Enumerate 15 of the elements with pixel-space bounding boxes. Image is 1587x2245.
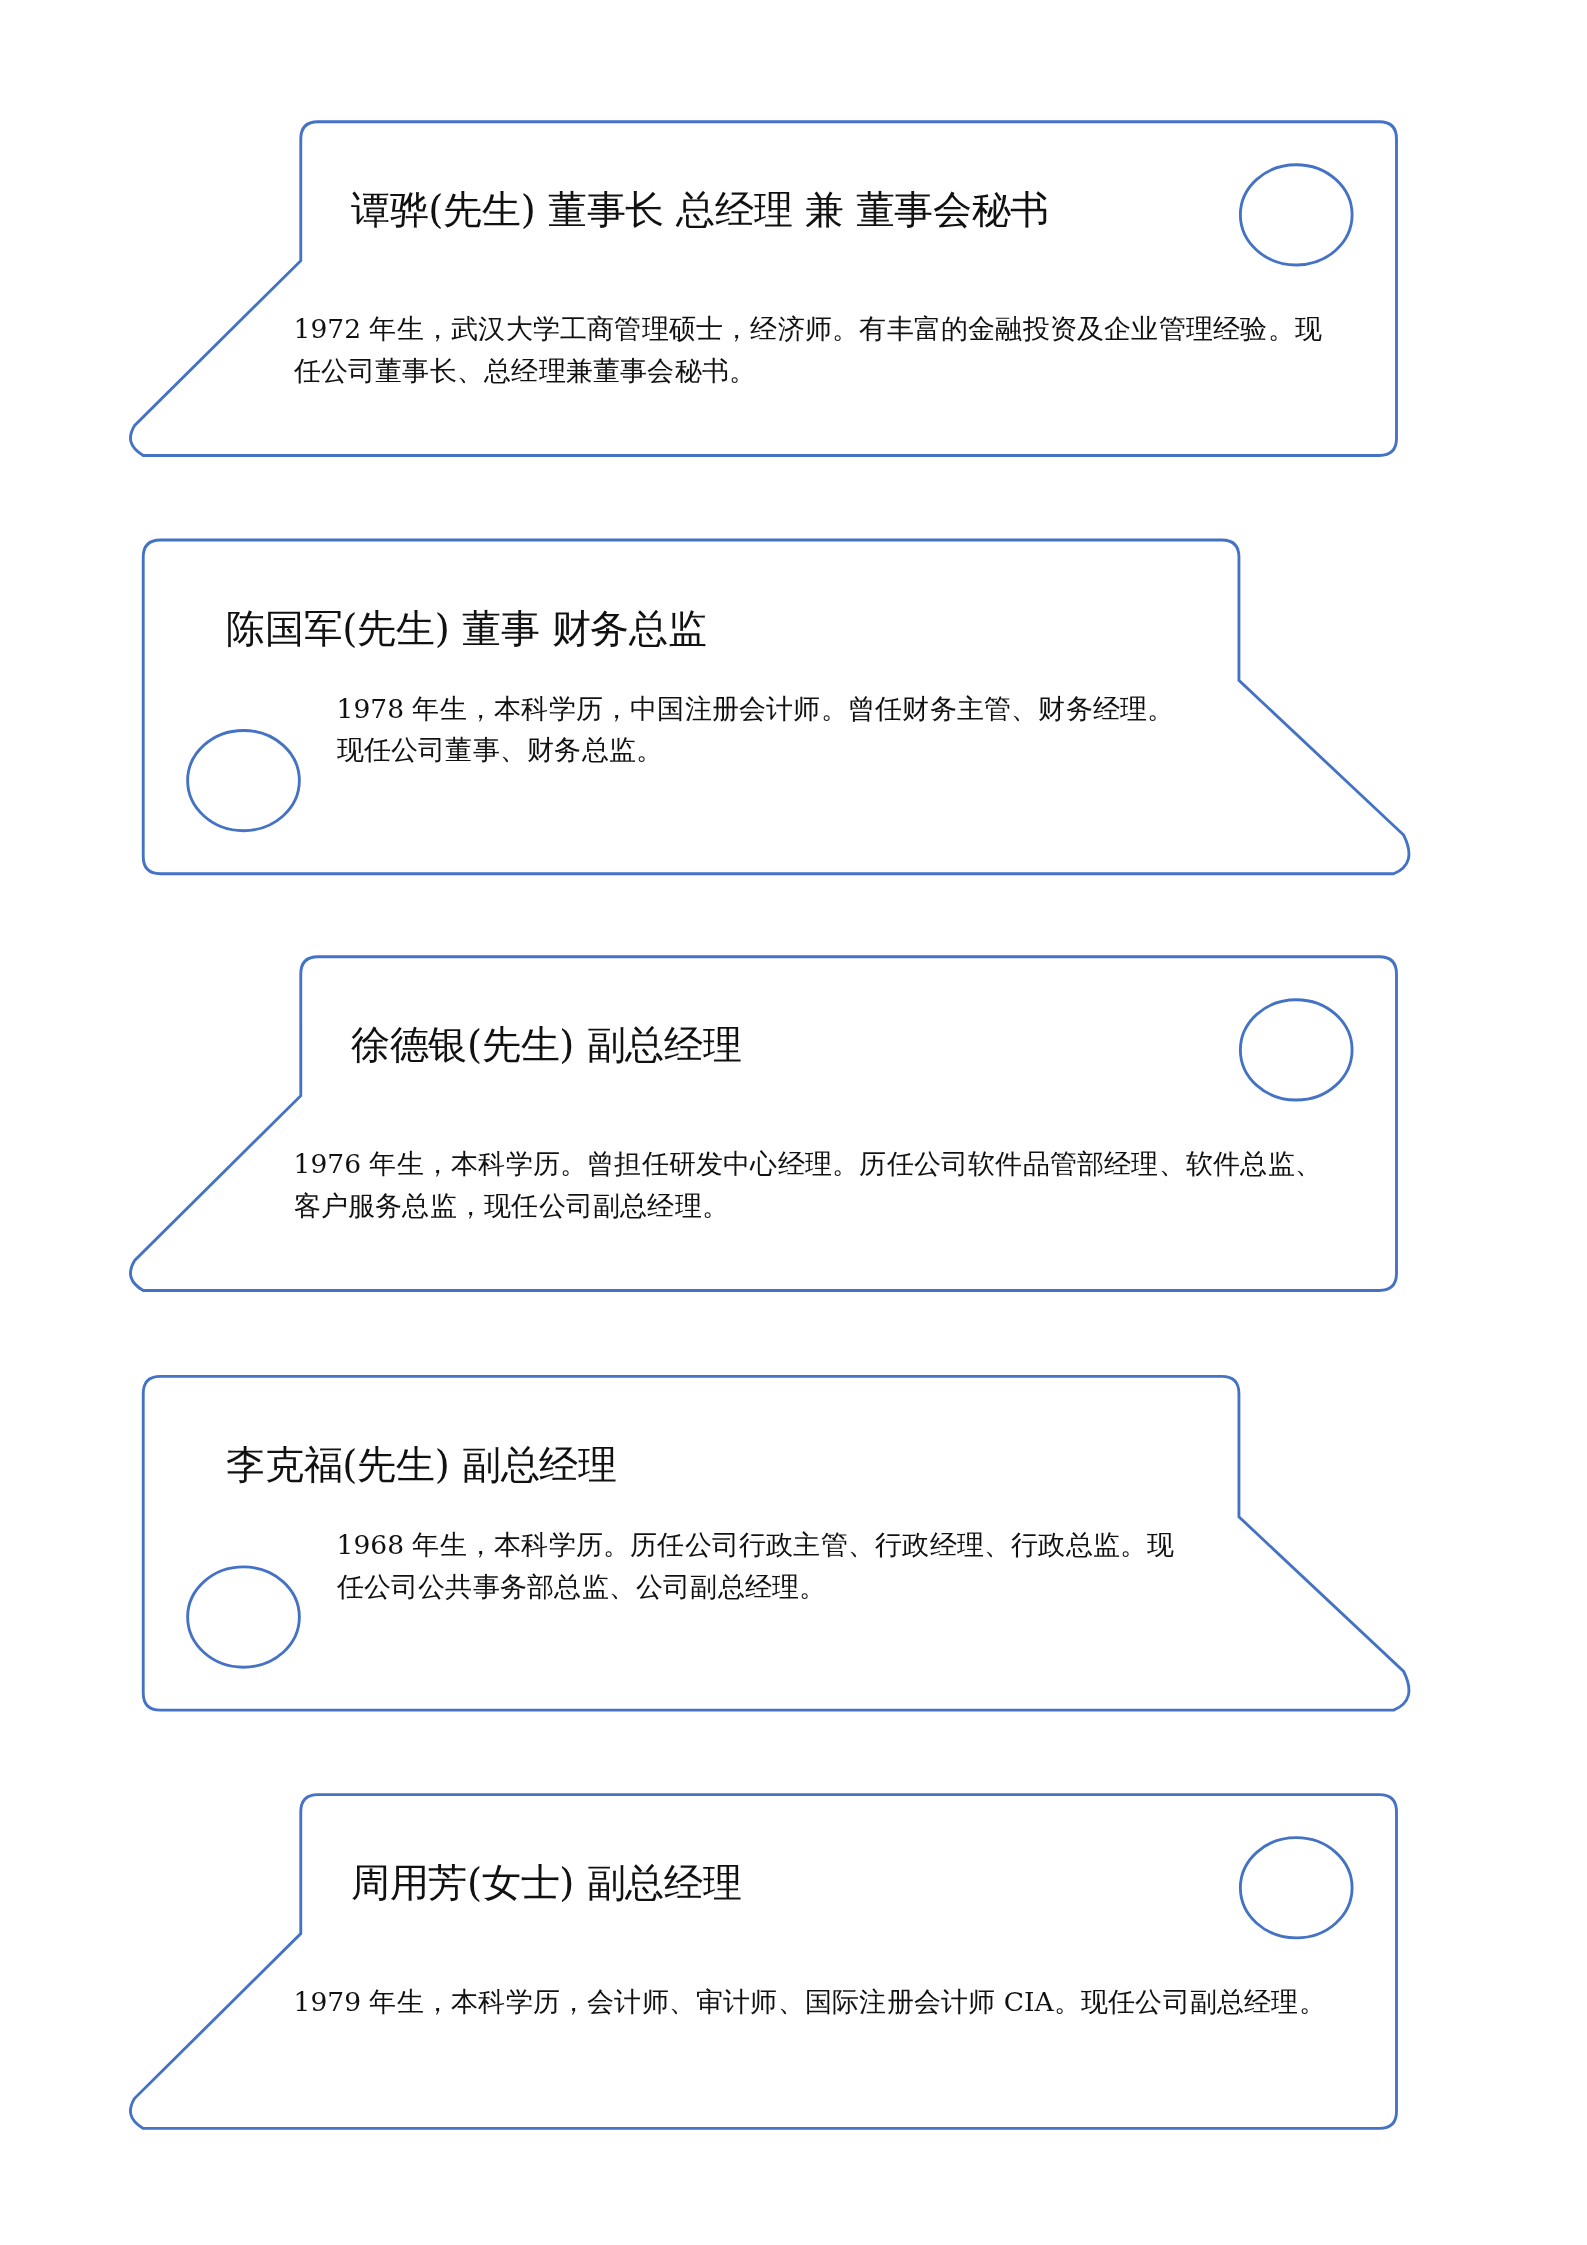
photo-circle	[1237, 161, 1355, 268]
bio-text: 1976 年生，本科学历。曾担任研发中心经理。历任公司软件品管部经理、软件总监、客户服务总监，现任公司副总经理。	[293, 1147, 1323, 1223]
name-title: 李克福(先生) 副总经理	[226, 1441, 617, 1489]
bio-text: 1979 年生，本科学历，会计师、审计师、国际注册会计师 CIA。现任公司副总经理。	[293, 1985, 1327, 2019]
name-title: 周用芳(女士) 副总经理	[350, 1859, 742, 1907]
name-title: 陈国军(先生) 董事 财务总监	[226, 604, 707, 653]
name-title: 徐德银(先生) 副总经理	[350, 1021, 742, 1070]
photo-circle	[1237, 1834, 1355, 1941]
bio-text: 1972 年生，武汉大学工商管理硕士，经济师。有丰富的金融投资及企业管理经验。现任公司董事长、总经理兼董事会秘书。	[293, 312, 1323, 388]
bio-text: 1978 年生，本科学历，中国注册会计师。曾任财务主管、财务经理。现任公司董事、财务总监。	[336, 692, 1176, 767]
photo-circle	[1237, 996, 1355, 1103]
name-title: 谭骅(先生) 董事长 总经理 兼 董事会秘书	[350, 186, 1050, 235]
bio-text: 1968 年生，本科学历。历任公司行政主管、行政经理、行政总监。现任公司公共事务部总监、公司副总经理。	[336, 1528, 1176, 1604]
photo-circle	[184, 727, 303, 834]
photo-circle	[184, 1564, 303, 1671]
